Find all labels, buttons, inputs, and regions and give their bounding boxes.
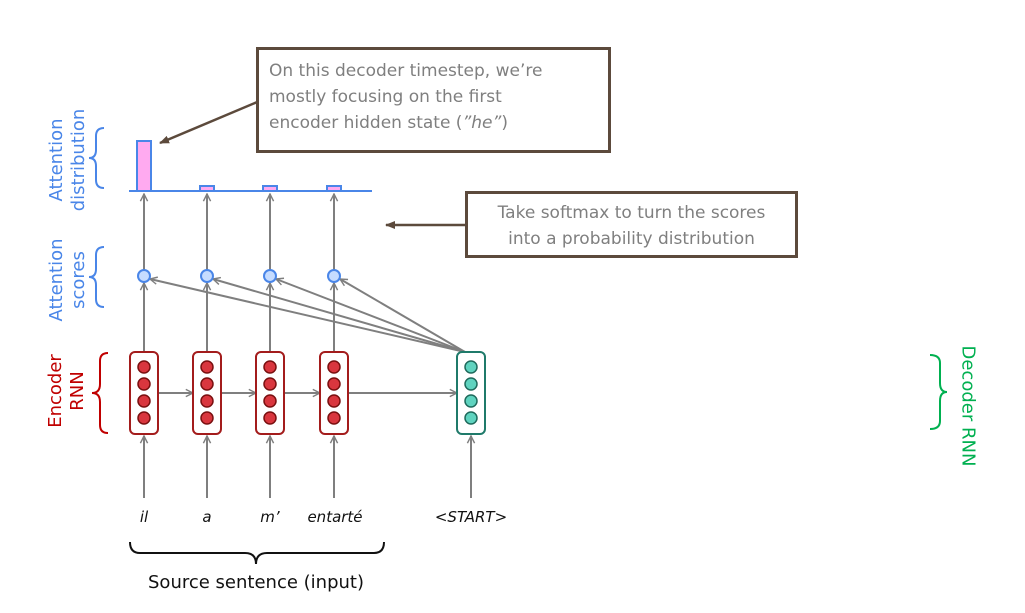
softmax-callout: Take softmax to turn the scores into a p… <box>465 191 798 258</box>
decoder-neuron <box>464 360 478 374</box>
encoder-neuron <box>137 411 151 425</box>
source-word: entarté <box>307 508 363 526</box>
encoder-hidden-state <box>192 351 222 435</box>
source-word: m’ <box>260 508 280 526</box>
decoder-neuron <box>464 377 478 391</box>
encoder-neuron <box>263 394 277 408</box>
attention-bar <box>136 140 152 192</box>
encoder-neuron <box>327 394 341 408</box>
focus-callout: On this decoder timestep, we’re mostly f… <box>256 47 611 153</box>
encoder-neuron <box>200 377 214 391</box>
source-sentence-brace <box>129 541 385 565</box>
encoder-neuron <box>263 377 277 391</box>
decoder-hidden-state <box>456 351 486 435</box>
encoder-hidden-state <box>255 351 285 435</box>
decoder-neuron <box>464 394 478 408</box>
decoder-input-word: <START> <box>434 508 508 526</box>
decoder-to-score-arrow <box>276 279 466 353</box>
encoder-neuron <box>137 394 151 408</box>
encoder-neuron <box>137 360 151 374</box>
encoder-neuron <box>200 360 214 374</box>
encoder-rnn-label: Encoder RNN <box>45 354 88 428</box>
encoder-hidden-state <box>319 351 349 435</box>
decoder-rnn-label: Decoder RNN <box>957 345 979 467</box>
encoder-hidden-state <box>129 351 159 435</box>
decoder-to-score-arrow <box>340 278 466 353</box>
source-sentence-label: Source sentence (input) <box>148 572 364 593</box>
attention-score <box>263 269 277 283</box>
decoder-neuron <box>464 411 478 425</box>
attention-score <box>200 269 214 283</box>
attention-score <box>137 269 151 283</box>
encoder-neuron <box>200 394 214 408</box>
encoder-neuron <box>327 377 341 391</box>
source-word: il <box>139 508 149 526</box>
decoder-to-score-arrow <box>213 279 466 353</box>
source-word: a <box>202 508 212 526</box>
decoder-to-score-arrow <box>150 279 466 353</box>
encoder-neuron <box>137 377 151 391</box>
encoder-neuron <box>327 360 341 374</box>
attention-distribution-label: Attention distribution <box>46 108 89 212</box>
attention-bar <box>326 185 342 192</box>
encoder-neuron <box>263 411 277 425</box>
decoder-rnn-brace <box>929 354 948 430</box>
attention-scores-brace <box>88 246 105 308</box>
focus-callout-arrow <box>159 98 263 145</box>
attention-bar <box>262 185 278 192</box>
encoder-rnn-brace <box>91 352 109 434</box>
attention-distribution-brace <box>88 127 105 189</box>
attention-score <box>327 269 341 283</box>
encoder-neuron <box>327 411 341 425</box>
attention-bar <box>199 185 215 192</box>
attention-scores-label: Attention scores <box>46 238 89 322</box>
encoder-neuron <box>263 360 277 374</box>
encoder-neuron <box>200 411 214 425</box>
